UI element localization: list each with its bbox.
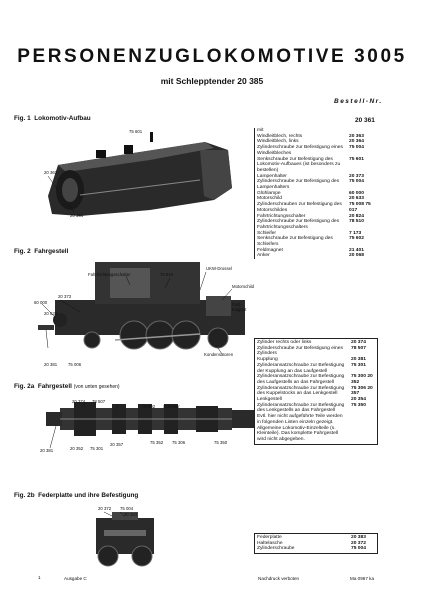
table-row: Zylinderschraube zur Befestigung eines W…: [257, 145, 364, 156]
fig2a-label: 75 352: [150, 440, 164, 445]
fig1-locomotive-body: [48, 132, 232, 216]
fig2-label: Kondensatoren: [204, 352, 234, 357]
fig2-label: 75 006: [68, 362, 82, 367]
fig1-label: 20 364: [70, 213, 84, 218]
page-title: PERSONENZUGLOKOMOTIVE 3005: [17, 46, 407, 67]
table-row: Zylinderansatzschraube zur Befestigung d…: [257, 402, 366, 414]
fig2b-caption: Fig. 2b Federplatte und ihre Befestigung: [14, 492, 139, 499]
fig2-label: 20 373: [58, 294, 72, 299]
fig2a-label: 75 306: [172, 440, 186, 445]
fig2-label: 60 000: [34, 300, 48, 305]
table-row: Zylinderschraube zur Befestigung des Fah…: [257, 219, 364, 230]
page-subtitle: mit Schlepptender 20 385: [160, 76, 264, 86]
table-row: Zylinderansatzschraube zur Befestigung d…: [257, 385, 373, 397]
document-code: Ma 0967 ka: [350, 576, 375, 581]
fig2-label: UKW-Drossel: [206, 266, 232, 271]
table-row: Zylinderschraube zur Befestigung eines Z…: [257, 345, 366, 357]
section-number: 20 361: [355, 117, 375, 124]
fig2a-label: 20 357: [110, 442, 124, 447]
table-row: Zylinderansatzschraube zur Befestigung d…: [257, 362, 366, 374]
fig2a-label: 75 350: [214, 440, 228, 445]
fig2a-label: 20 374: [72, 399, 86, 404]
fig2-caption: Fig. 2 Fahrgestell: [14, 248, 69, 255]
fig2a-label: 75 301: [90, 446, 104, 451]
edition-label: Ausgabe C: [64, 576, 87, 581]
fig2-label: 20 633: [44, 311, 58, 316]
fig2-label: Fahrtrichtungsschalter: [88, 272, 131, 277]
table-row: Zylinderschrauben zur Befestigung des Mo…: [257, 202, 371, 213]
fig2-label: 20 381: [44, 362, 58, 367]
fig2a-caption: Fig. 2a Fahrgestell (von unten gesehen): [14, 383, 120, 390]
fig1-label: 20 363: [44, 170, 58, 175]
fig2a-label: Schleifer: [163, 404, 180, 409]
fig2a-underside: [46, 402, 254, 436]
table-row: mit: [257, 128, 264, 133]
fig2b-spring-plate: [96, 512, 154, 567]
fig1-caption: Fig. 1 Lokomotiv-Aufbau: [14, 115, 91, 122]
table-row: Zylinderansatzschraube zur Befestigung d…: [257, 374, 373, 385]
fig2a-label: 78 507: [92, 399, 106, 404]
table-note: Evtl. hier nicht aufgeführte Teile werde…: [257, 414, 343, 442]
fig2b-label: 75 004: [120, 506, 134, 511]
table-row: Zylinderschraube zur Befestigung des Lam…: [257, 179, 364, 191]
fig2b-label: 20 383: [124, 512, 138, 517]
fig2-label: 75 510: [160, 272, 174, 277]
table-row: Senkschraube zur Befestigung des Schleif…: [257, 236, 364, 248]
order-number-label: Bestell-Nr.: [334, 98, 383, 105]
fig2a-label: 75 602: [142, 404, 156, 409]
fig2a-label: 20 381: [40, 448, 54, 453]
fig2a-label: 20 352: [70, 446, 84, 451]
fig1-label: 75 601: [129, 129, 143, 134]
table-row: Senkschraube zur Befestigung des Lokomot…: [257, 156, 364, 173]
reprint-notice: Nachdruck verboten: [258, 576, 300, 581]
fig2-label: Motorschild: [232, 284, 254, 289]
fig2-chassis: [38, 262, 245, 350]
fig2-label: Feld-magnet: [232, 302, 247, 312]
fig2b-label: 20 372: [98, 506, 112, 511]
page-number: 1: [38, 575, 41, 580]
